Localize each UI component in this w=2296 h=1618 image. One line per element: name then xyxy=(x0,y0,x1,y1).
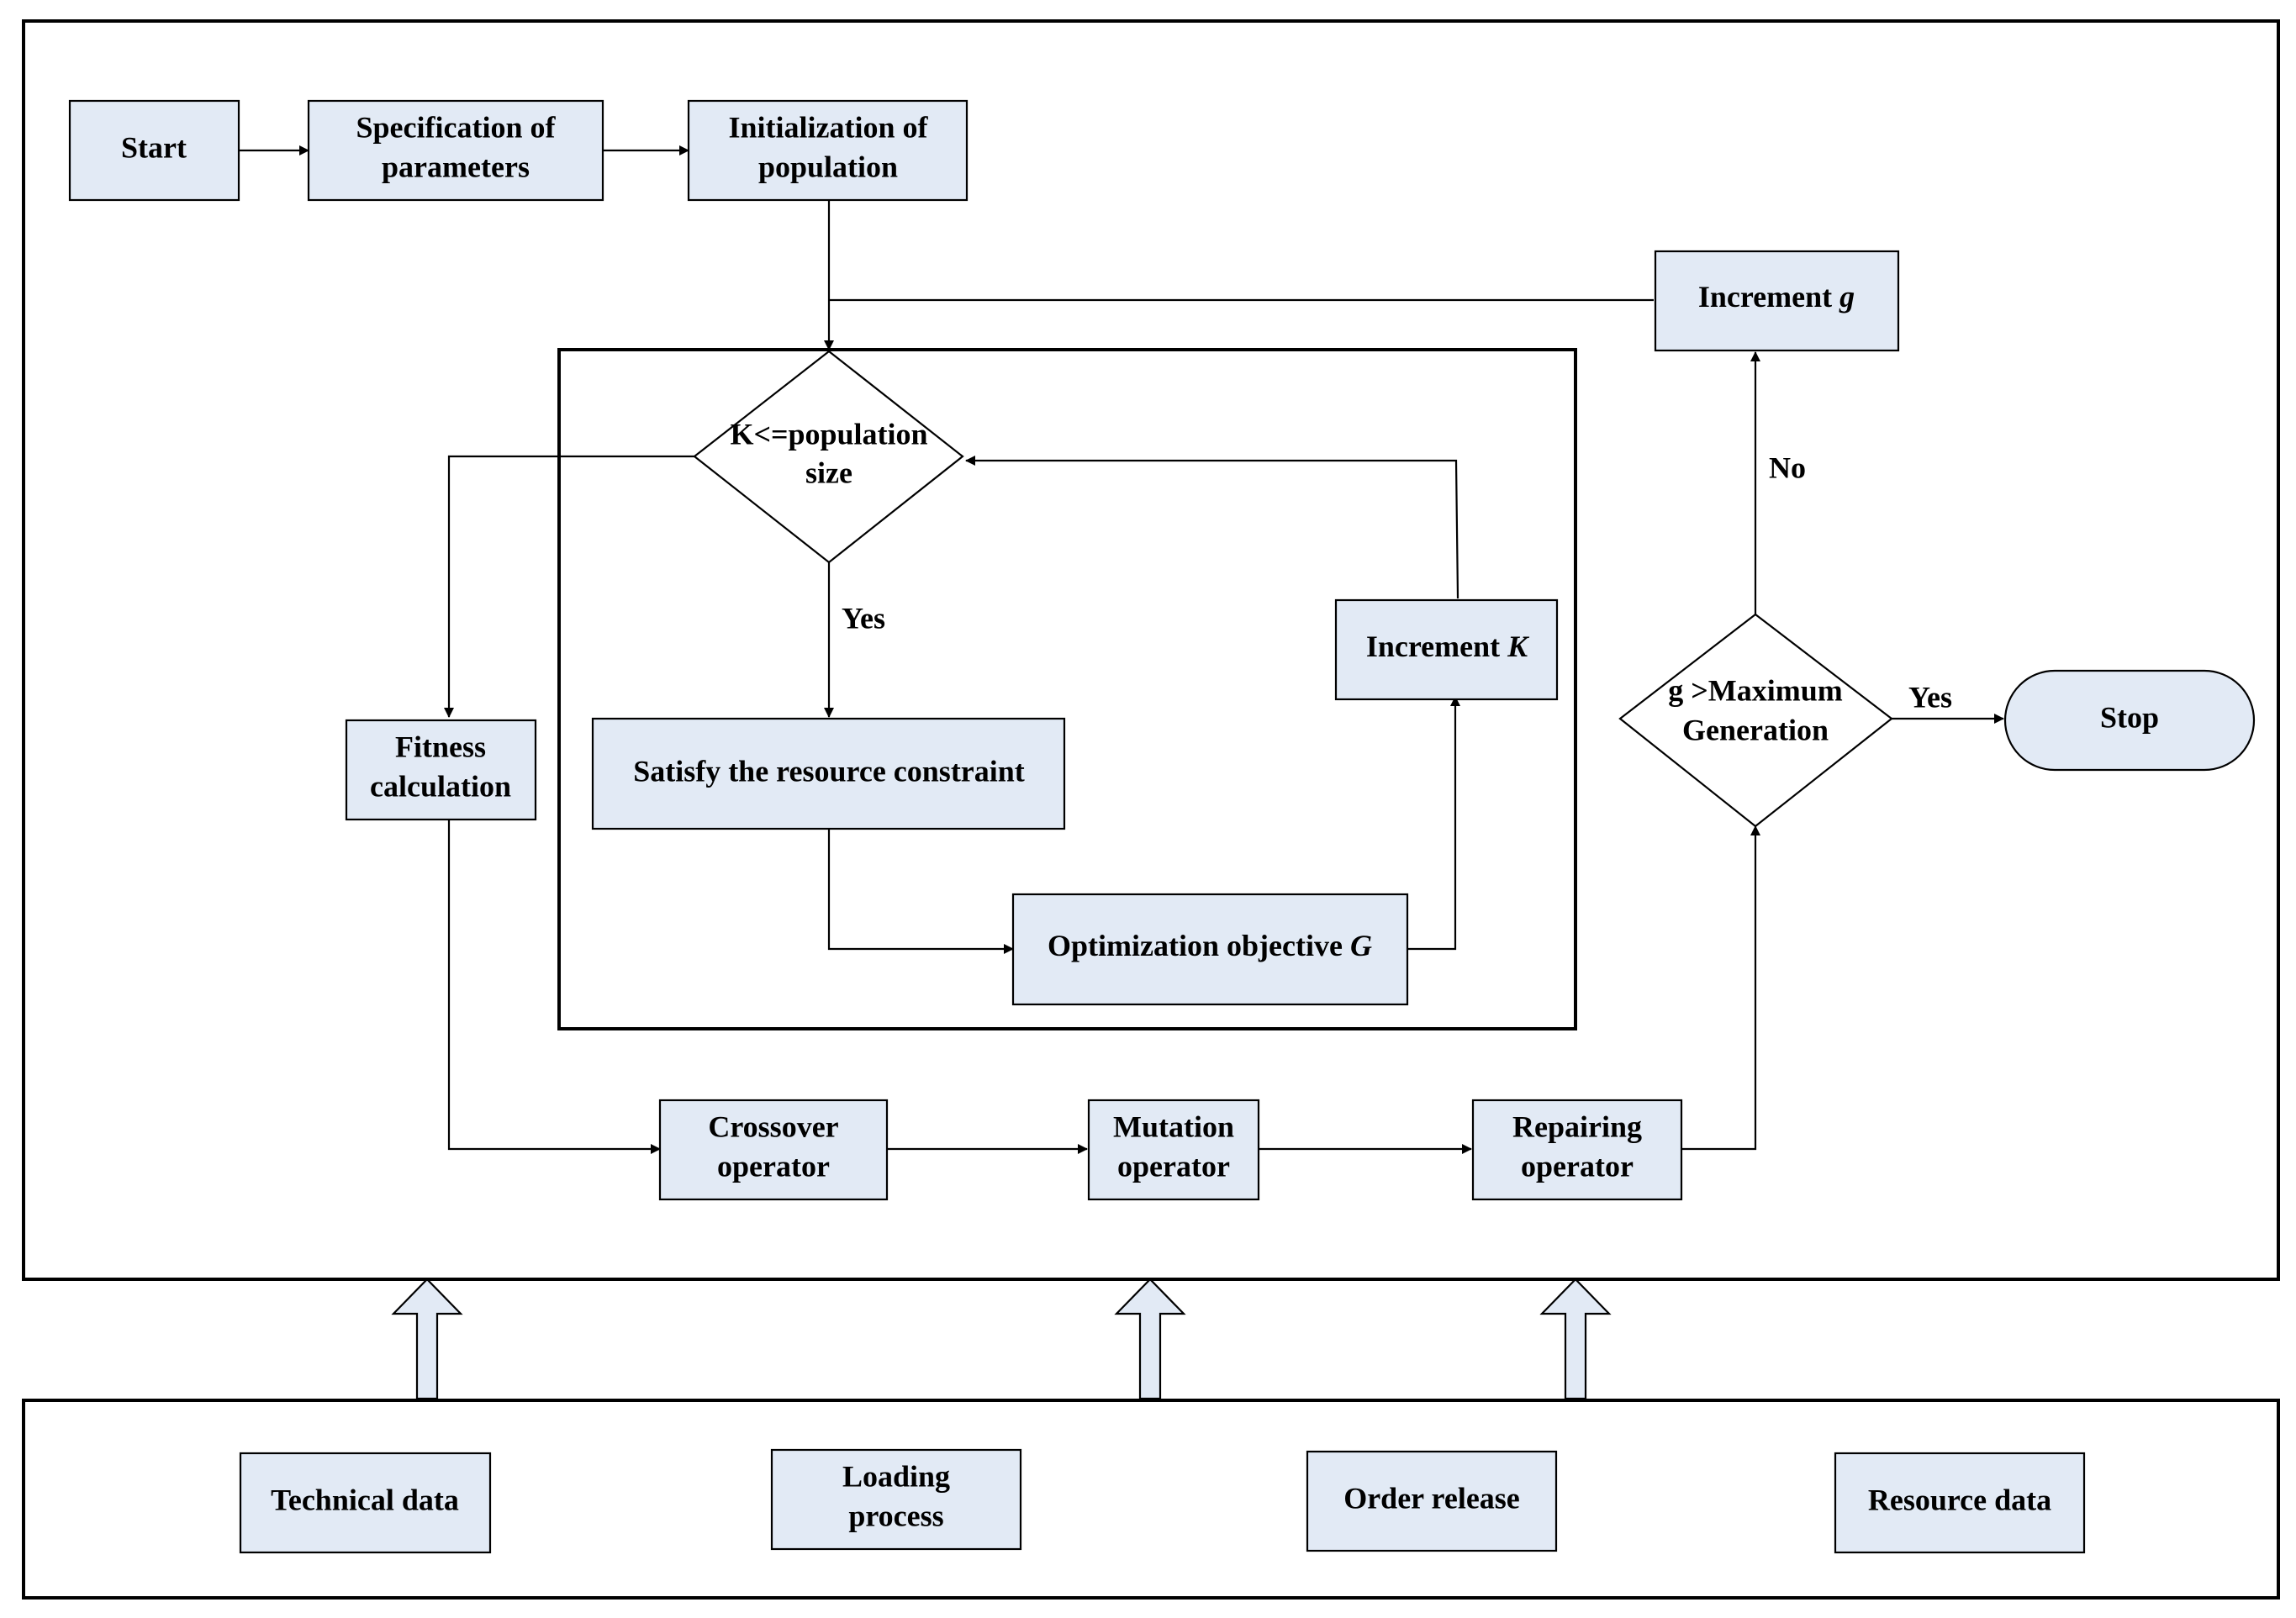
svg-text:Crossover: Crossover xyxy=(708,1109,838,1143)
increment-g-node: Increment g xyxy=(1654,250,1900,352)
mutation-node: Mutation operator xyxy=(1087,1099,1260,1201)
svg-text:population: population xyxy=(758,150,898,183)
edge-repair-to-check-g xyxy=(1681,825,1760,1151)
edge-label-yes-k: Yes xyxy=(842,601,885,635)
stop-node: Stop xyxy=(2003,669,2256,772)
increment-k-node: Increment K xyxy=(1334,598,1559,701)
svg-text:Satisfy the resource constrain: Satisfy the resource constraint xyxy=(633,754,1025,788)
svg-text:Start: Start xyxy=(121,130,187,164)
svg-text:operator: operator xyxy=(1521,1149,1634,1183)
specification-node: Specification of parameters xyxy=(307,99,604,202)
technical-data-box: Technical data xyxy=(239,1452,492,1554)
initialization-node: Initialization of population xyxy=(687,99,969,202)
block-arrow-left xyxy=(391,1278,463,1400)
check-g-decision: g >Maximum Generation xyxy=(1618,613,1893,828)
svg-text:operator: operator xyxy=(1117,1149,1230,1183)
svg-text:Resource data: Resource data xyxy=(1868,1483,2051,1516)
svg-text:K<=population: K<=population xyxy=(730,417,927,451)
svg-text:calculation: calculation xyxy=(370,769,511,803)
repairing-node: Repairing operator xyxy=(1471,1099,1683,1201)
loading-process-box: Loading process xyxy=(770,1448,1022,1551)
inner-loop-frame xyxy=(557,348,1577,1030)
svg-text:parameters: parameters xyxy=(382,150,530,183)
svg-text:Increment K: Increment K xyxy=(1366,630,1530,663)
fitness-node: Fitness calculation xyxy=(345,719,537,821)
main-process-frame xyxy=(22,19,2280,1281)
svg-text:Technical data: Technical data xyxy=(271,1483,459,1516)
svg-text:process: process xyxy=(848,1499,943,1532)
optimization-node: Optimization objective G xyxy=(1011,893,1409,1006)
block-arrow-right xyxy=(1539,1278,1612,1400)
crossover-node: Crossover operator xyxy=(658,1099,889,1201)
svg-text:Initialization of: Initialization of xyxy=(728,110,928,144)
check-k-decision: K<=population size xyxy=(693,350,964,564)
edge-optimization-to-increment-k xyxy=(1407,696,1460,951)
edge-label-no-g: No xyxy=(1769,451,1806,484)
start-node: Start xyxy=(68,99,240,202)
svg-text:Mutation: Mutation xyxy=(1113,1109,1234,1143)
edge-fitness-to-crossover xyxy=(447,820,661,1154)
svg-text:Fitness: Fitness xyxy=(395,730,486,763)
svg-text:Repairing: Repairing xyxy=(1512,1109,1642,1143)
resource-data-box: Resource data xyxy=(1834,1452,2086,1554)
svg-text:Generation: Generation xyxy=(1682,713,1829,746)
order-release-box: Order release xyxy=(1306,1450,1558,1552)
svg-text:Optimization objective G: Optimization objective G xyxy=(1048,929,1372,962)
svg-text:Loading: Loading xyxy=(842,1459,950,1493)
edge-increment-k-to-check-k xyxy=(965,456,1459,599)
edge-label-yes-g: Yes xyxy=(1908,680,1952,714)
block-arrow-middle xyxy=(1114,1278,1186,1400)
svg-text:Specification of: Specification of xyxy=(356,110,557,144)
satisfy-constraint-node: Satisfy the resource constraint xyxy=(591,717,1066,830)
svg-text:operator: operator xyxy=(717,1149,830,1183)
data-sources-frame xyxy=(22,1399,2280,1600)
svg-text:Order release: Order release xyxy=(1343,1481,1520,1515)
edge-satisfy-to-optimization xyxy=(827,830,1014,954)
svg-text:Stop: Stop xyxy=(2100,700,2159,734)
edge-check-k-to-fitness xyxy=(444,455,694,718)
svg-text:size: size xyxy=(805,456,852,489)
svg-text:Increment g: Increment g xyxy=(1698,280,1855,314)
svg-text:g >Maximum: g >Maximum xyxy=(1668,673,1843,707)
